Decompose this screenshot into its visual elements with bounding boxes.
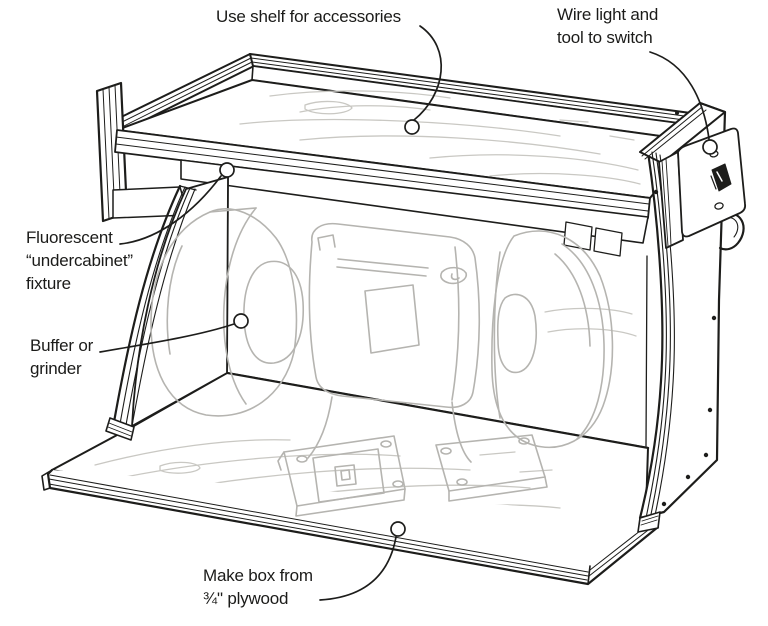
label-buffer: Buffer or grinder bbox=[30, 336, 94, 378]
callout-marker-use-shelf bbox=[404, 119, 420, 135]
leader-wire-switch bbox=[649, 51, 710, 140]
callout-marker-fluorescent bbox=[219, 162, 235, 178]
callout-marker-buffer bbox=[233, 313, 249, 329]
callout-marker-wire-switch bbox=[702, 139, 718, 155]
callout-marker-plywood bbox=[390, 521, 406, 537]
panel-screws bbox=[653, 111, 717, 507]
accessory-shelf bbox=[95, 53, 701, 223]
leader-use-shelf bbox=[413, 25, 442, 121]
leader-buffer bbox=[99, 323, 235, 353]
shelf-wood-grain bbox=[239, 90, 641, 185]
switch-box bbox=[658, 127, 747, 249]
label-fluorescent: Fluorescent “undercabinet” fixture bbox=[26, 228, 133, 293]
leader-fluorescent bbox=[119, 175, 222, 245]
leader-plywood bbox=[319, 536, 397, 601]
label-use-shelf: Use shelf for accessories bbox=[216, 7, 401, 26]
bench-grinder-ghost bbox=[150, 207, 614, 517]
label-wire-switch: Wire light and tool to switch bbox=[557, 5, 659, 47]
toggle-switch bbox=[710, 163, 732, 192]
label-plywood: Make box from ¾" plywood bbox=[203, 566, 313, 608]
leader-lines bbox=[99, 25, 718, 601]
